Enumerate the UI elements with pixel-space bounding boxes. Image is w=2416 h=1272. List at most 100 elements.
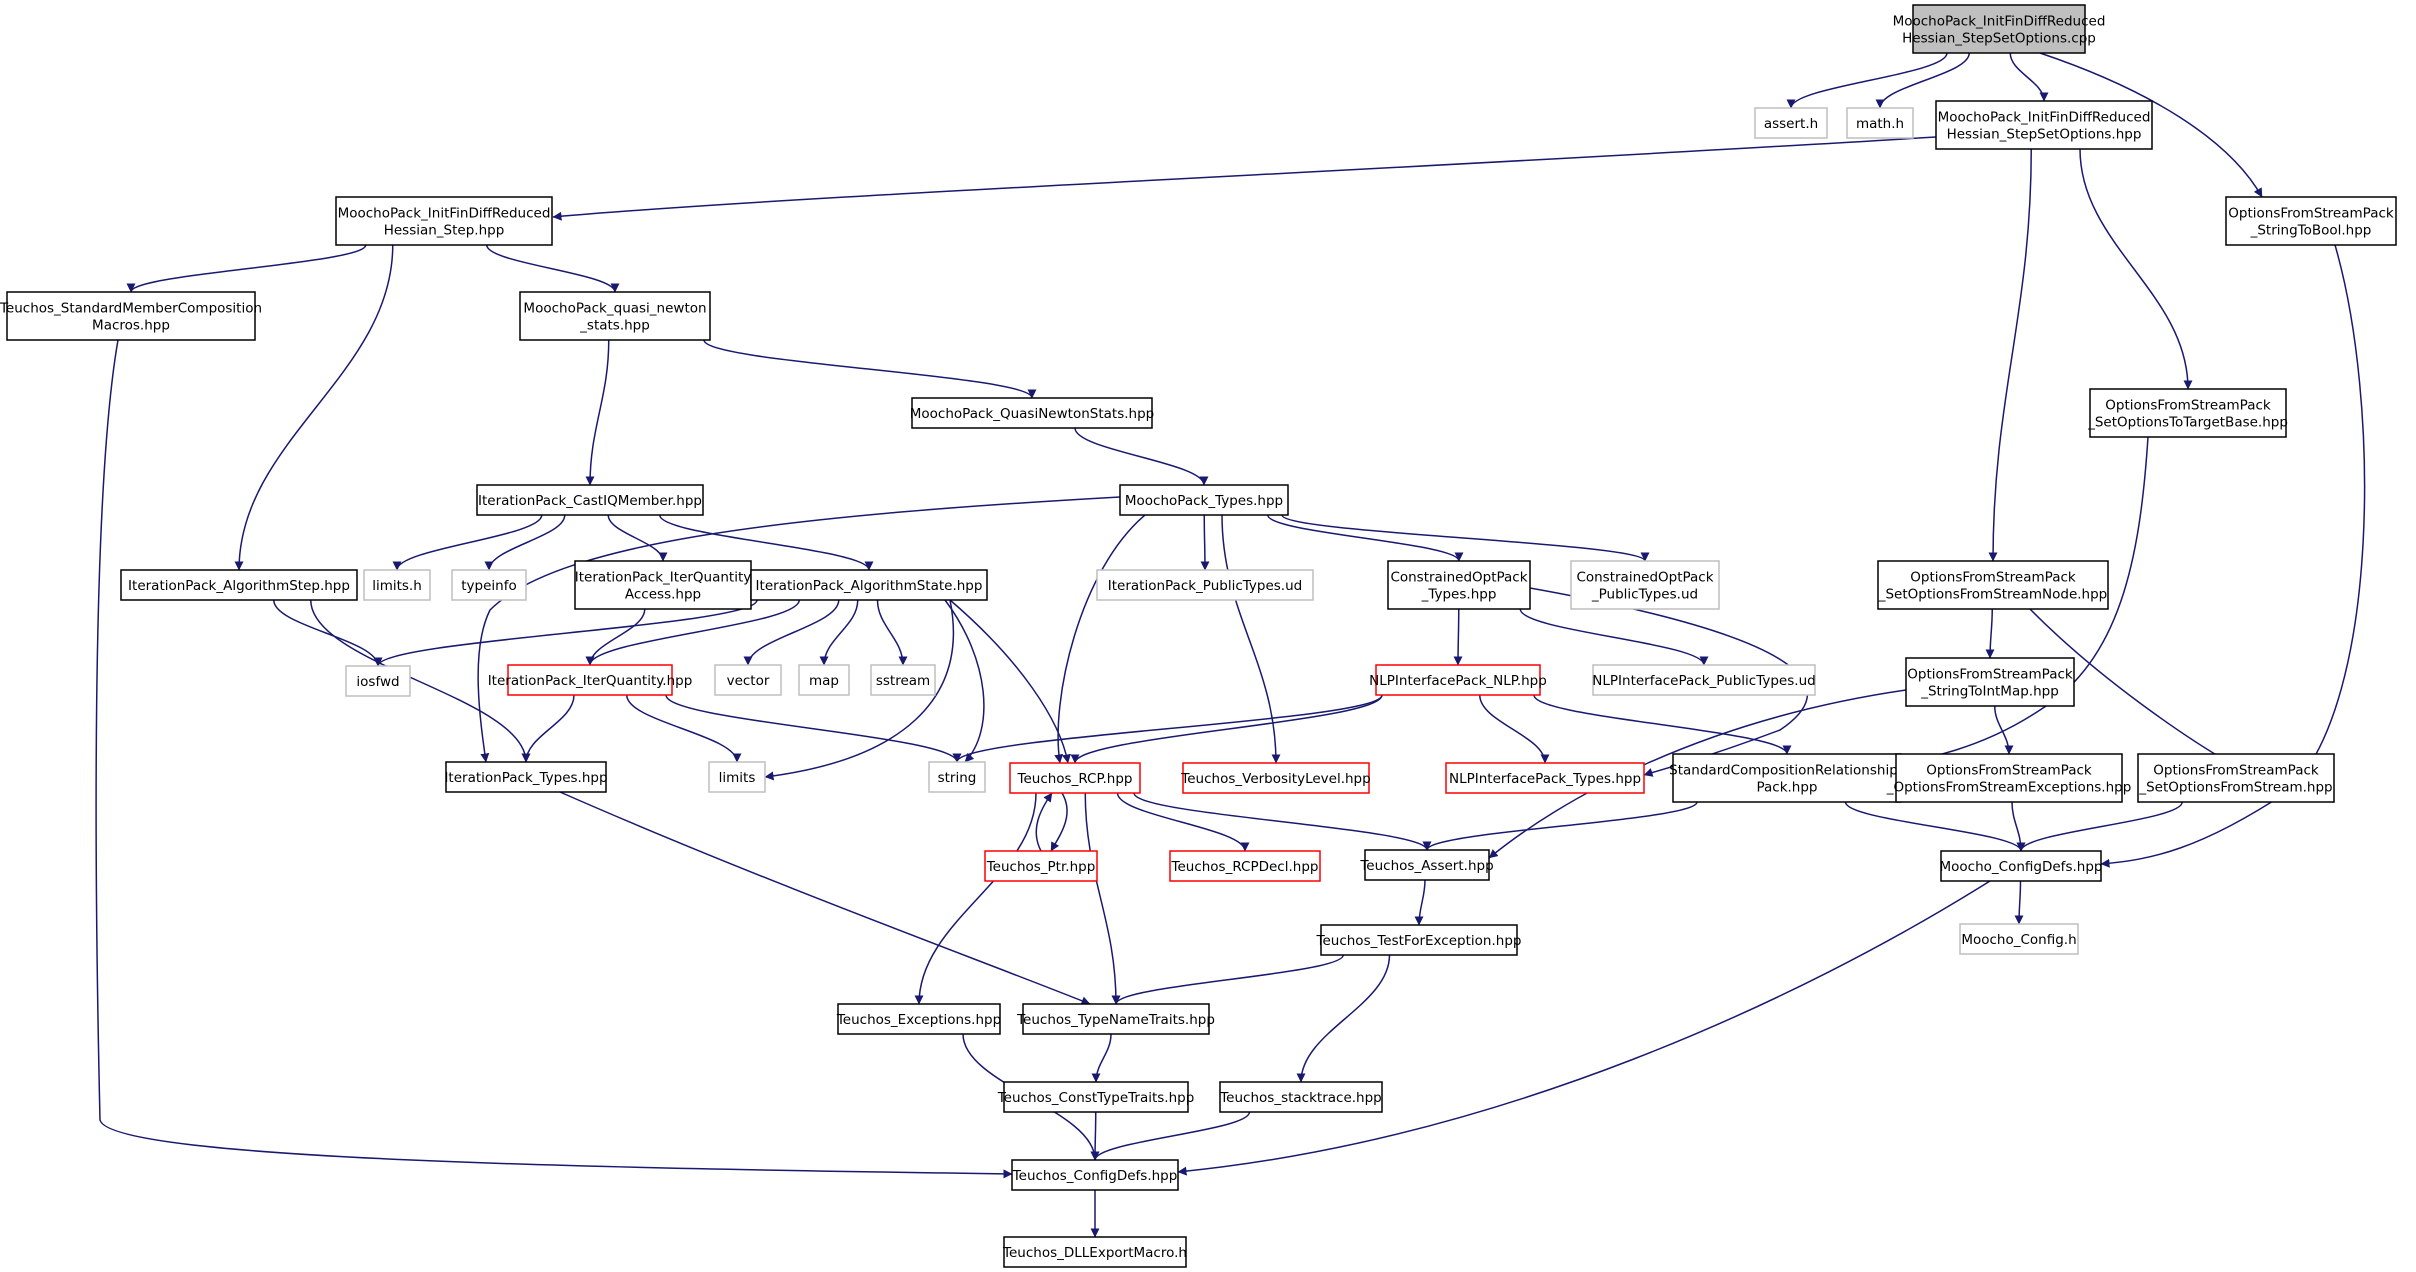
edge-n43-n47 <box>1296 954 1391 1083</box>
node-teuchos-assert-hpp[interactable]: Teuchos_Assert.hpp <box>1359 849 1494 881</box>
node-moochopack-initfindiffreducedhessian-stepsetoptions-hpp[interactable]: MoochoPack_InitFinDiffReducedHessian_Ste… <box>1935 100 2153 150</box>
node-iterationpack-algorithmstep-hpp[interactable]: IterationPack_AlgorithmStep.hpp <box>120 569 358 601</box>
node-label: IterationPack_AlgorithmState.hpp <box>756 578 983 594</box>
edge-arrow <box>95 339 1013 1179</box>
node-teuchos-consttypetraits-hpp[interactable]: Teuchos_ConstTypeTraits.hpp <box>997 1081 1195 1113</box>
node-box <box>6 291 256 341</box>
node-box <box>1011 1159 1179 1191</box>
node-moochopack-initfindiffreducedhessian-step-hpp[interactable]: MoochoPack_InitFinDiffReducedHessian_Ste… <box>335 196 553 246</box>
edge-n32-n40 <box>1133 792 1432 851</box>
edge-n22-n31 <box>665 694 962 763</box>
node-label: OptionsFromStreamPack <box>2105 398 2271 414</box>
node-label: Teuchos_RCPDecl.hpp <box>1171 859 1319 875</box>
edge-arrow <box>477 496 1121 763</box>
node-teuchos-configdefs-hpp[interactable]: Teuchos_ConfigDefs.hpp <box>1011 1159 1179 1191</box>
node-limits-h: limits.h <box>363 569 431 601</box>
node-teuchos-stacktrace-hpp[interactable]: Teuchos_stacktrace.hpp <box>1219 1081 1383 1113</box>
node-box <box>1096 569 1314 601</box>
node-teuchos-typenametraits-hpp[interactable]: Teuchos_TypeNameTraits.hpp <box>1016 1003 1215 1035</box>
node-nlpinterfacepack-nlp-hpp[interactable]: NLPInterfacePack_NLP.hpp <box>1369 664 1547 696</box>
edge-n4-n41 <box>2100 244 2366 868</box>
node-box <box>1169 850 1321 882</box>
node-optionsfromstreampack-setoptionsfromstreamnode-hpp[interactable]: OptionsFromStreamPack_SetOptionsFromStre… <box>1877 560 2109 610</box>
node-iosfwd: iosfwd <box>345 665 411 697</box>
node-typeinfo: typeinfo <box>451 569 527 601</box>
edge-arrow <box>1084 792 1121 1005</box>
node-box <box>2225 196 2397 246</box>
node-moochopack-initfindiffreducedhessian-stepsetoptions-cpp[interactable]: MoochoPack_InitFinDiffReducedHessian_Ste… <box>1893 4 2106 54</box>
node-optionsfromstreampack-setoptionstotargetbase-hpp[interactable]: OptionsFromStreamPack_SetOptionsToTarget… <box>2087 388 2288 438</box>
node-label: Hessian_StepSetOptions.hpp <box>1947 127 2142 143</box>
node-iterationpack-algorithmstate-hpp[interactable]: IterationPack_AlgorithmState.hpp <box>750 569 988 601</box>
node-label: limits.h <box>372 578 422 594</box>
node-box <box>1119 484 1289 516</box>
node-moochopack-types-hpp[interactable]: MoochoPack_Types.hpp <box>1119 484 1289 516</box>
node-box <box>363 569 431 601</box>
edge-arrow <box>126 244 367 293</box>
node-label: Moocho_ConfigDefs.hpp <box>1940 859 2103 875</box>
node-box <box>1912 4 2086 54</box>
node-iterationpack-types-hpp[interactable]: IterationPack_Types.hpp <box>444 761 608 793</box>
edge-n18-n26 <box>1453 608 1463 666</box>
node-constrainedoptpack-publictypes-ud: ConstrainedOptPack_PublicTypes.ud <box>1570 560 1720 610</box>
node-label: Teuchos_StandardMemberComposition <box>0 301 262 317</box>
node-box <box>2137 753 2335 803</box>
edge-arrow <box>2039 52 2263 198</box>
node-iterationpack-castiqmember-hpp[interactable]: IterationPack_CastIQMember.hpp <box>476 484 704 516</box>
node-iterationpack-iterquantity-hpp[interactable]: IterationPack_IterQuantity.hpp <box>488 664 693 696</box>
node-teuchos-rcp-hpp[interactable]: Teuchos_RCP.hpp <box>1009 762 1141 794</box>
node-optionsfromstreampack-stringtobool-hpp[interactable]: OptionsFromStreamPack_StringToBool.hpp <box>2225 196 2397 246</box>
node-label: map <box>809 673 839 689</box>
edge-n0-n1 <box>1786 52 1948 109</box>
edge-arrow <box>1116 792 1250 852</box>
edge-n11-n18 <box>1267 514 1464 562</box>
edge-arrow <box>1221 514 1281 764</box>
edge-n16-n22 <box>585 599 800 666</box>
edge-arrow <box>2014 880 2024 925</box>
node-moocho-configdefs-hpp[interactable]: Moocho_ConfigDefs.hpp <box>1940 850 2103 882</box>
node-box <box>1935 100 2153 150</box>
node-optionsfromstreampack-stringtointmap-hpp[interactable]: OptionsFromStreamPack_StringToIntMap.hpp <box>1905 657 2075 707</box>
node-teuchos-verbositylevel-hpp[interactable]: Teuchos_VerbosityLevel.hpp <box>1180 762 1371 794</box>
edge-arrow <box>607 514 668 562</box>
edge-arrow <box>1479 694 1550 764</box>
node-label: _Types.hpp <box>1421 587 1497 603</box>
node-teuchos-testforexception-hpp[interactable]: Teuchos_TestForException.hpp <box>1316 924 1522 956</box>
node-box <box>928 761 986 793</box>
node-teuchos-standardmembercompositionmacros-hpp[interactable]: Teuchos_StandardMemberCompositionMacros.… <box>0 291 262 341</box>
edge-n29-n45 <box>559 791 1091 1006</box>
edge-n7-n10 <box>585 339 610 486</box>
node-moochopack-quasinewtonstats-hpp[interactable]: MoochoPack_QuasiNewtonStats.hpp <box>910 397 1154 429</box>
node-moochopack-quasi-newton-stats-hpp[interactable]: MoochoPack_quasi_newton_stats.hpp <box>519 291 711 341</box>
node-label: string <box>938 770 977 786</box>
node-label: limits <box>719 770 756 786</box>
node-label: MoochoPack_QuasiNewtonStats.hpp <box>910 406 1154 422</box>
node-constrainedoptpack-types-hpp[interactable]: ConstrainedOptPack_Types.hpp <box>1387 560 1531 610</box>
edge-arrow <box>1090 1111 1100 1161</box>
edge-n16-n31 <box>944 599 985 763</box>
edge-n8-n11 <box>1074 427 1209 486</box>
node-label: Teuchos_DLLExportMacro.h <box>1002 1245 1187 1261</box>
node-optionsfromstreampack-optionsfromstreamexceptions-hpp[interactable]: OptionsFromStreamPack_OptionsFromStreamE… <box>1886 753 2132 803</box>
node-teuchos-rcpdecl-hpp[interactable]: Teuchos_RCPDecl.hpp <box>1169 850 1321 882</box>
edge-arrow <box>484 514 566 571</box>
node-teuchos-ptr-hpp[interactable]: Teuchos_Ptr.hpp <box>984 850 1098 882</box>
edge-n43-n45 <box>1111 954 1344 1005</box>
edge-arrow <box>1875 52 1970 109</box>
edge-n10-n16 <box>659 514 874 571</box>
edge-arrow <box>764 599 955 781</box>
edge-n5-n12 <box>234 244 394 571</box>
edge-arrow <box>2016 801 2183 852</box>
node-box <box>1182 762 1370 794</box>
edge-n0-n2 <box>1875 52 1970 109</box>
node-optionsfromstreampack-setoptionsfromstream-hpp[interactable]: OptionsFromStreamPack_SetOptionsFromStre… <box>2137 753 2335 803</box>
edge-n35-n41 <box>1844 801 2026 852</box>
edge-arrow <box>1281 514 1650 562</box>
node-teuchos-exceptions-hpp[interactable]: Teuchos_Exceptions.hpp <box>836 1003 1001 1035</box>
node-teuchos-dllexportmacro-h[interactable]: Teuchos_DLLExportMacro.h <box>1002 1236 1187 1268</box>
node-box <box>1022 1003 1210 1035</box>
node-nlpinterfacepack-types-hpp[interactable]: NLPInterfacePack_Types.hpp <box>1445 762 1645 794</box>
edge-n26-n35 <box>1533 694 1792 755</box>
